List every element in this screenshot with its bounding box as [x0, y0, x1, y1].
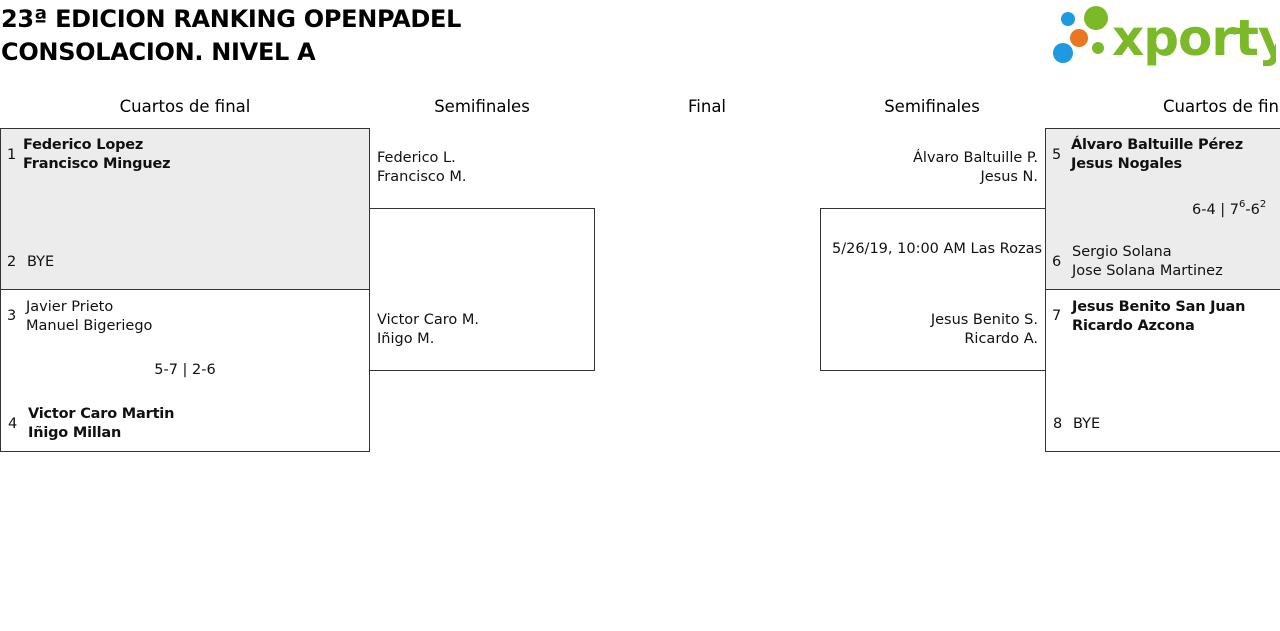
player-name: Jesus Benito San Juan [1072, 299, 1246, 315]
player-name: BYE [27, 254, 55, 270]
player-name: Manuel Bigeriego [26, 318, 153, 334]
team-name-winner[interactable]: Jesus Benito San Juan Ricardo Azcona [1072, 298, 1245, 336]
match-score: 5-7 | 2-6 [154, 362, 216, 378]
player-name: Jesus N. [980, 169, 1038, 185]
team-name[interactable]: Federico L. Francisco M. [377, 149, 466, 187]
player-name: Álvaro Baltuille P. [913, 150, 1038, 166]
team-name-winner[interactable]: Federico Lopez Francisco Minguez [23, 136, 171, 174]
team-name[interactable]: Jesus Benito S. Ricardo A. [931, 311, 1038, 349]
title-line-2: CONSOLACION. NIVEL A [1, 38, 316, 66]
round-header-left-semis: Semifinales [434, 97, 530, 116]
player-name: Jesus Benito S. [930, 312, 1038, 328]
player-name: Álvaro Baltuille Pérez [1071, 137, 1243, 153]
team-name[interactable]: Victor Caro M. Iñigo M. [377, 311, 479, 349]
team-name[interactable]: Sergio Solana Jose Solana Martinez [1072, 243, 1223, 281]
player-name: Francisco M. [377, 169, 467, 185]
player-name: Victor Caro M. [377, 312, 479, 328]
match-box-right-qf2[interactable] [1045, 289, 1280, 452]
round-header-right-semis: Semifinales [884, 97, 980, 116]
match-box-right-semi[interactable] [820, 208, 1046, 371]
seed-number: 3 [7, 308, 17, 324]
score-part: -6 [1245, 202, 1260, 218]
player-name: Federico Lopez [23, 137, 144, 153]
round-header-final: Final [687, 97, 727, 116]
seed-number: 8 [1053, 416, 1063, 432]
match-box-left-semi[interactable] [369, 208, 595, 371]
seed-number: 6 [1052, 254, 1062, 270]
team-name[interactable]: Javier Prieto Manuel Bigeriego [26, 298, 152, 336]
match-box-left-qf1[interactable] [0, 128, 370, 290]
player-name: BYE [1073, 416, 1101, 432]
team-name[interactable]: BYE [1073, 415, 1100, 434]
seed-number: 5 [1052, 147, 1062, 163]
seed-number: 4 [8, 416, 18, 432]
page-title: 23ª EDICION RANKING OPENPADEL CONSOLACIO… [1, 3, 461, 69]
logo-text: xporty [1112, 9, 1276, 67]
title-line-1: 23ª EDICION RANKING OPENPADEL [1, 5, 462, 33]
player-name: Jesus Nogales [1071, 156, 1182, 172]
seed-number: 1 [7, 147, 17, 163]
player-name: Federico L. [377, 150, 456, 166]
match-box-right-qf1[interactable] [1045, 128, 1280, 290]
player-name: Iñigo M. [377, 331, 435, 347]
player-name: Javier Prieto [26, 299, 114, 315]
round-header-right-quarters: Cuartos de final [1163, 97, 1280, 116]
tiebreak-score: 6 [1239, 199, 1246, 211]
xporty-logo[interactable]: xporty [1050, 4, 1276, 68]
match-schedule: 5/26/19, 10:00 AM Las Rozas [832, 241, 1043, 257]
team-name-winner[interactable]: Victor Caro Martin Iñigo Millan [28, 405, 174, 443]
match-box-left-qf2[interactable] [0, 289, 370, 452]
team-name-winner[interactable]: Álvaro Baltuille Pérez Jesus Nogales [1071, 136, 1243, 174]
player-name: Jose Solana Martinez [1072, 263, 1223, 279]
score-main: 6-4 | 7 [1192, 202, 1240, 218]
seed-number: 7 [1052, 308, 1062, 324]
round-header-left-quarters: Cuartos de final [119, 97, 251, 116]
player-name: Victor Caro Martin [28, 406, 175, 422]
player-name: Ricardo Azcona [1072, 318, 1195, 334]
seed-number: 2 [7, 254, 17, 270]
tiebreak-score: 2 [1259, 199, 1267, 211]
player-name: Iñigo Millan [28, 425, 122, 441]
player-name: Francisco Minguez [23, 156, 171, 172]
xporty-logo-mark: xporty [1053, 6, 1276, 67]
team-name[interactable]: BYE [27, 253, 54, 272]
player-name: Ricardo A. [964, 331, 1038, 347]
player-name: Sergio Solana [1072, 244, 1172, 260]
team-name[interactable]: Álvaro Baltuille P. Jesus N. [913, 149, 1038, 187]
match-score: 6-4 | 76-62 [1192, 199, 1267, 220]
